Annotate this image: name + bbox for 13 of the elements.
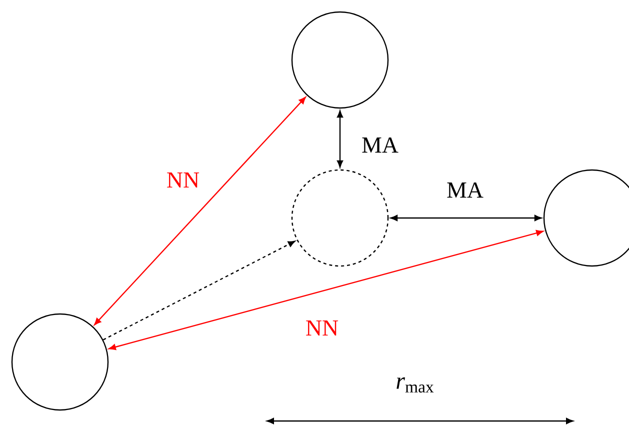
dimension-label: r$_{max}$ (396, 377, 434, 393)
arrow (108, 230, 544, 350)
circle (11, 313, 109, 411)
edge-label: NN (165, 172, 201, 188)
edge-label: MA (446, 181, 484, 199)
arrow (336, 110, 344, 168)
arrow (390, 214, 542, 222)
edge-label: MA (360, 136, 400, 154)
arrow (94, 96, 306, 326)
circle (291, 169, 389, 267)
edge-label: NN (304, 320, 340, 336)
arrow (102, 240, 296, 340)
circle (291, 11, 389, 109)
